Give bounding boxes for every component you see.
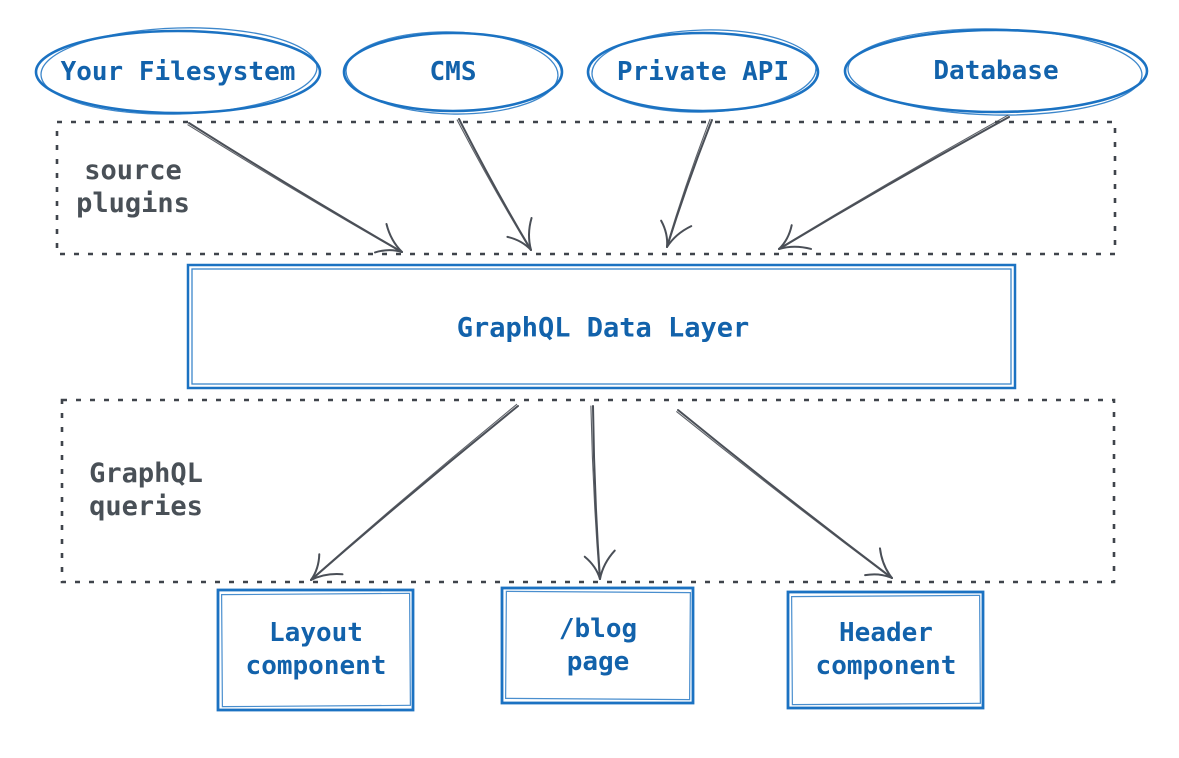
- label-header-component: Header component: [815, 618, 957, 681]
- ellipse-cms: [342, 31, 564, 115]
- label-graphql-data-layer: GraphQL Data Layer: [456, 312, 750, 344]
- box-blog-page: [500, 586, 695, 705]
- box-header-component: [786, 590, 985, 710]
- ellipse-private-api: [586, 29, 820, 113]
- label-private-api: Private API: [616, 57, 790, 87]
- label-layout-component: Layout component: [245, 618, 387, 681]
- label-database: Database: [933, 56, 1059, 86]
- box-graphql-data-layer: [186, 263, 1017, 390]
- dashed-box-source-plugins: [55, 120, 1117, 256]
- ellipse-database: [843, 28, 1149, 116]
- arrow-your-filesystem-to-data-layer: [187, 122, 403, 254]
- label-cms: CMS: [429, 57, 477, 87]
- arrow-data-layer-to-blog: [583, 405, 616, 580]
- arrow-private-api-to-data-layer: [660, 118, 713, 248]
- arrow-cms-to-data-layer: [456, 118, 533, 251]
- label-blog-page: /blog page: [558, 614, 638, 677]
- arrow-data-layer-to-header: [676, 409, 893, 579]
- box-layout-component: [216, 588, 415, 712]
- label-source-plugins: source plugins: [76, 155, 190, 219]
- label-graphql-queries: GraphQL queries: [89, 458, 203, 522]
- ellipse-your-filesystem: [34, 27, 322, 115]
- arrow-database-to-data-layer: [778, 114, 1010, 250]
- arrow-data-layer-to-layout: [310, 403, 519, 581]
- label-your-filesystem: Your Filesystem: [60, 57, 296, 87]
